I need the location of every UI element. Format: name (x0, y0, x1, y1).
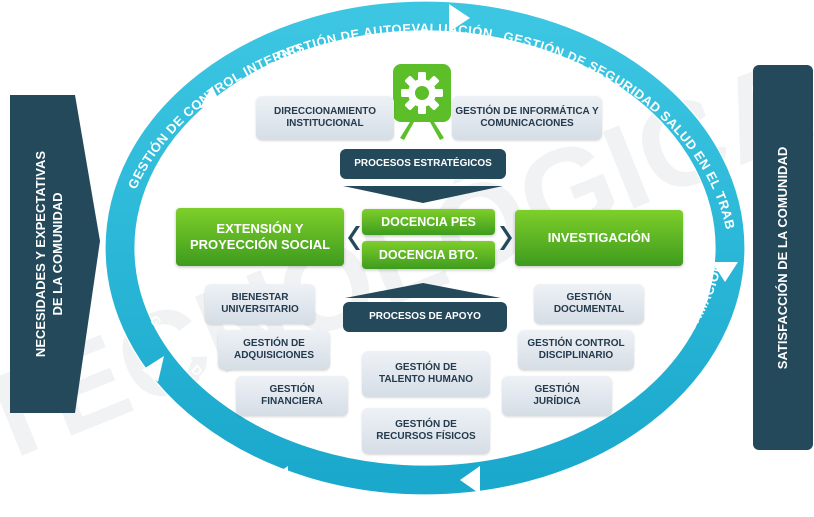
direccionamiento-line1: DIRECCIONAMIENTO (273, 106, 377, 117)
talento-humano-box: GESTIÓN DE TALENTO HUMANO (362, 351, 490, 397)
right-banner-label: SATISFACCIÓN DE LA COMUNIDAD (775, 147, 790, 369)
documental-line2: DOCUMENTAL (553, 304, 625, 315)
ring-arrow-right (712, 262, 738, 282)
informatica-box: GESTIÓN DE INFORMÁTICA Y COMUNICACIONES (452, 96, 602, 140)
ring-arrow-top-right (700, 100, 724, 128)
bienestar-line1: BIENESTAR (231, 292, 289, 303)
bienestar-line2: UNIVERSITARIO (221, 304, 299, 315)
adquisiciones-line2: ADQUISICIONES (233, 350, 314, 361)
left-banner-line1: NECESIDADES Y EXPECTATIVAS (33, 151, 48, 357)
documental-box: GESTIÓN DOCUMENTAL (534, 284, 644, 324)
financiera-line1: GESTIÓN (269, 384, 315, 395)
left-banner-line2: DE LA COMUNIDAD (50, 192, 65, 315)
ring-inner-edge (134, 30, 716, 466)
ring-arrow-bottom-left (268, 466, 288, 494)
chevron-left-icon (348, 226, 360, 250)
informatica-line1: GESTIÓN DE INFORMÁTICA Y (455, 106, 599, 117)
talento-line2: TALENTO HUMANO (378, 374, 474, 385)
direccionamiento-box: DIRECCIONAMIENTO INSTITUCIONAL (256, 96, 394, 140)
extension-box: EXTENSIÓN Y PROYECCIÓN SOCIAL (176, 208, 344, 266)
strategic-funnel (343, 186, 503, 203)
management-ring (105, 1, 745, 495)
support-processes-header: PROCESOS DE APOYO (343, 302, 507, 332)
ring-arrow-left (142, 356, 164, 382)
disciplinario-line1: GESTIÓN CONTROL (527, 338, 625, 349)
ring-arrow-top (449, 4, 470, 32)
disciplinario-line2: DISCIPLINARIO (538, 350, 614, 361)
ring-outer-edge (104, 0, 746, 496)
recursos-fisicos-box: GESTIÓN DE RECURSOS FÍSICOS (362, 408, 490, 454)
direccionamiento-line2: INSTITUCIONAL (286, 118, 364, 129)
ring-arrow-upper-left (200, 86, 222, 108)
docencia-pes-box: DOCENCIA PES (362, 209, 495, 235)
ring-arrow-bottom (460, 466, 480, 494)
left-input-arrow (10, 95, 100, 413)
bienestar-box: BIENESTAR UNIVERSITARIO (205, 284, 315, 324)
documental-line1: GESTIÓN (566, 292, 612, 303)
juridica-line2: JURÍDICA (533, 396, 581, 407)
docencia-bto-box: DOCENCIA BTO. (362, 241, 495, 269)
talento-line1: GESTIÓN DE (395, 362, 457, 373)
juridica-line1: GESTIÓN (534, 384, 580, 395)
strategic-processes-header: PROCESOS ESTRATÉGICOS (340, 149, 506, 179)
chevron-right-icon (500, 226, 512, 250)
right-output-banner (753, 65, 813, 450)
recursos-line2: RECURSOS FÍSICOS (376, 431, 476, 442)
informatica-line2: COMUNICACIONES (480, 118, 574, 129)
extension-line1: EXTENSIÓN Y (216, 221, 304, 237)
support-funnel (345, 283, 501, 298)
disciplinario-box: GESTIÓN CONTROL DISCIPLINARIO (518, 330, 634, 370)
recursos-line1: GESTIÓN DE (395, 419, 457, 430)
juridica-box: GESTIÓN JURÍDICA (502, 376, 612, 416)
financiera-line2: FINANCIERA (261, 396, 323, 407)
adquisiciones-box: GESTIÓN DE ADQUISICIONES (218, 330, 330, 370)
extension-line2: PROYECCIÓN SOCIAL (189, 237, 331, 252)
gear-icon (393, 64, 451, 140)
adquisiciones-line1: GESTIÓN DE (243, 338, 305, 349)
financiera-box: GESTIÓN FINANCIERA (236, 376, 348, 416)
investigacion-box: INVESTIGACIÓN (515, 210, 683, 266)
